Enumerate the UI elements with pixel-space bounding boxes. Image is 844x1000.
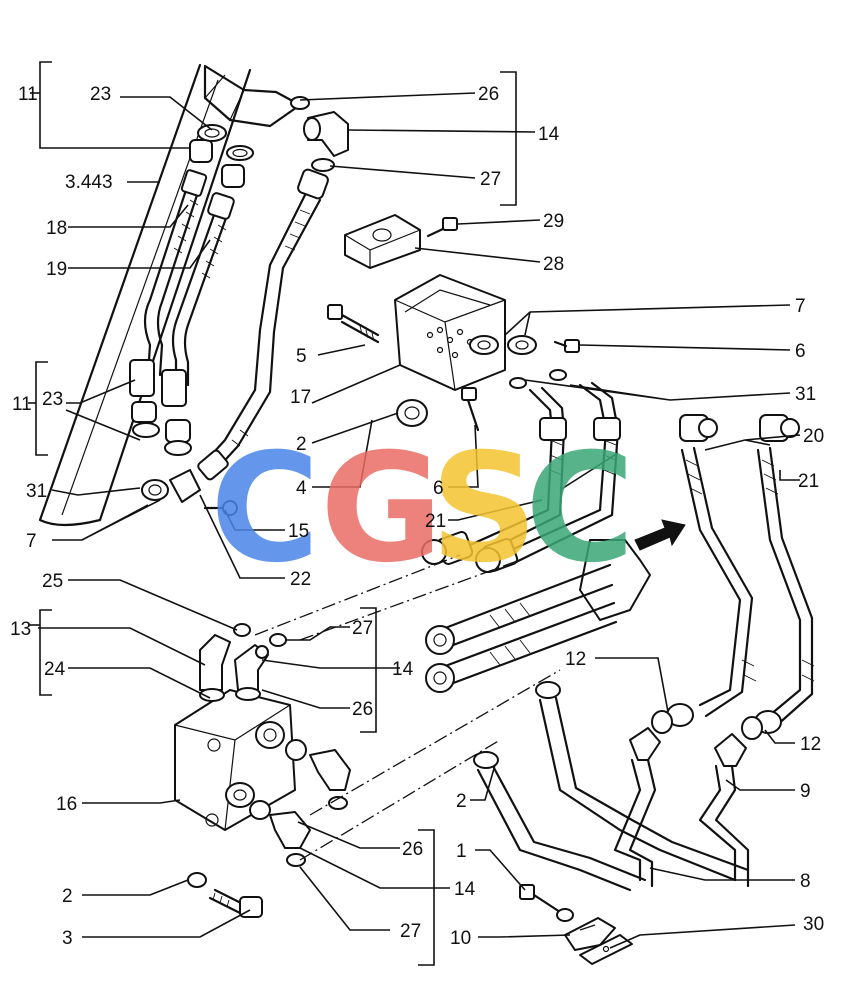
label-28: 28 — [543, 254, 564, 275]
label-5: 5 — [296, 346, 307, 367]
label-23-top: 23 — [90, 84, 111, 105]
part-labels: 11 23 3.443 18 19 26 14 27 29 28 7 6 5 1… — [10, 84, 824, 949]
label-17: 17 — [290, 387, 311, 408]
label-12-left: 12 — [565, 649, 586, 670]
label-7-left: 7 — [26, 531, 37, 552]
label-21-mid: 21 — [425, 511, 446, 532]
plate-30 — [579, 934, 633, 965]
pipe-8 — [473, 681, 750, 892]
leader-lines — [38, 92, 801, 949]
label-3443: 3.443 — [65, 172, 113, 193]
label-6-mid: 6 — [433, 478, 444, 499]
label-14-mid: 14 — [392, 659, 414, 680]
elbow-fitting-13 — [199, 634, 231, 702]
bolt-29 — [426, 217, 458, 238]
washer-27-mid — [269, 633, 287, 647]
watermark: C G S C — [210, 422, 635, 596]
label-2-mid: 2 — [296, 434, 307, 455]
label-3: 3 — [62, 928, 73, 949]
bracket-26-14-27-low — [418, 829, 435, 966]
label-2-right: 2 — [456, 791, 467, 812]
label-16: 16 — [56, 794, 77, 815]
label-23-mid: 23 — [42, 389, 63, 410]
watermark-letter-3: S — [430, 422, 538, 596]
label-27-top: 27 — [480, 169, 501, 190]
pipe-12-right — [698, 710, 782, 888]
hose-18 — [143, 124, 227, 377]
hoses-21-middle — [421, 369, 621, 573]
elbow-fitting-14-top — [290, 96, 349, 172]
fitting-22 — [141, 469, 201, 503]
clamp-10 — [564, 917, 616, 951]
label-26-mid: 26 — [352, 699, 373, 720]
label-21-right: 21 — [798, 471, 819, 492]
watermark-letter-4: C — [525, 422, 635, 596]
label-7-top: 7 — [795, 296, 806, 317]
hose-19 — [171, 145, 254, 387]
bolt-5 — [327, 304, 380, 344]
label-18: 18 — [46, 218, 67, 239]
bracket-27-14-26-mid — [360, 607, 377, 733]
label-9: 9 — [800, 781, 811, 802]
valve-block-17 — [394, 274, 506, 391]
label-31-left: 31 — [26, 481, 47, 502]
label-12-right: 12 — [800, 734, 821, 755]
washer-25 — [233, 623, 251, 637]
label-31-right: 31 — [795, 384, 816, 405]
bracket-11-mid — [28, 361, 48, 456]
label-11-mid: 11 — [12, 394, 32, 415]
label-11-top: 11 — [18, 84, 38, 105]
valve-body-16 — [174, 689, 296, 831]
label-29: 29 — [543, 211, 564, 232]
label-2-low: 2 — [62, 886, 73, 907]
label-26-top: 26 — [478, 84, 499, 105]
centerline-a — [254, 554, 461, 636]
hose-18-19-lower-fittings — [129, 359, 192, 456]
label-15: 15 — [288, 521, 309, 542]
elbow-fitting-side — [285, 739, 351, 810]
watermark-letter-1: C — [210, 422, 320, 596]
label-24: 24 — [44, 659, 66, 680]
watermark-letter-2: G — [320, 422, 443, 596]
bolt-1 — [519, 884, 574, 922]
bracket-13 — [28, 609, 52, 696]
label-4: 4 — [296, 478, 307, 499]
label-6-right: 6 — [795, 341, 806, 362]
label-13: 13 — [10, 619, 31, 640]
centerline-c — [309, 669, 561, 816]
label-20: 20 — [803, 426, 824, 447]
centerline-d — [299, 739, 501, 861]
centerline-b — [299, 559, 521, 641]
label-19: 19 — [46, 259, 67, 280]
elbow-fitting-14-mid — [234, 644, 269, 701]
label-27-mid: 27 — [352, 618, 373, 639]
hoses-20-21-right — [679, 414, 815, 728]
label-8: 8 — [800, 871, 811, 892]
bracket-11-top — [30, 61, 190, 149]
hose-upper-return — [197, 168, 329, 481]
label-10: 10 — [450, 928, 471, 949]
bolt-3 — [187, 872, 263, 918]
label-26-low: 26 — [402, 839, 423, 860]
tube-assembly — [425, 519, 686, 693]
label-1: 1 — [456, 841, 467, 862]
label-25: 25 — [42, 571, 63, 592]
bolt-6 — [461, 387, 480, 432]
label-27-low: 27 — [400, 921, 421, 942]
label-14-top: 14 — [538, 124, 560, 145]
label-14-low: 14 — [454, 879, 476, 900]
elbow-fitting-14-low — [249, 800, 311, 867]
label-22: 22 — [290, 569, 311, 590]
label-30: 30 — [803, 914, 824, 935]
bracket-26-27-top — [500, 71, 517, 206]
pipe-12-left — [613, 703, 694, 888]
flange-fittings-7-6 — [469, 335, 580, 355]
clamp-28 — [344, 214, 421, 269]
